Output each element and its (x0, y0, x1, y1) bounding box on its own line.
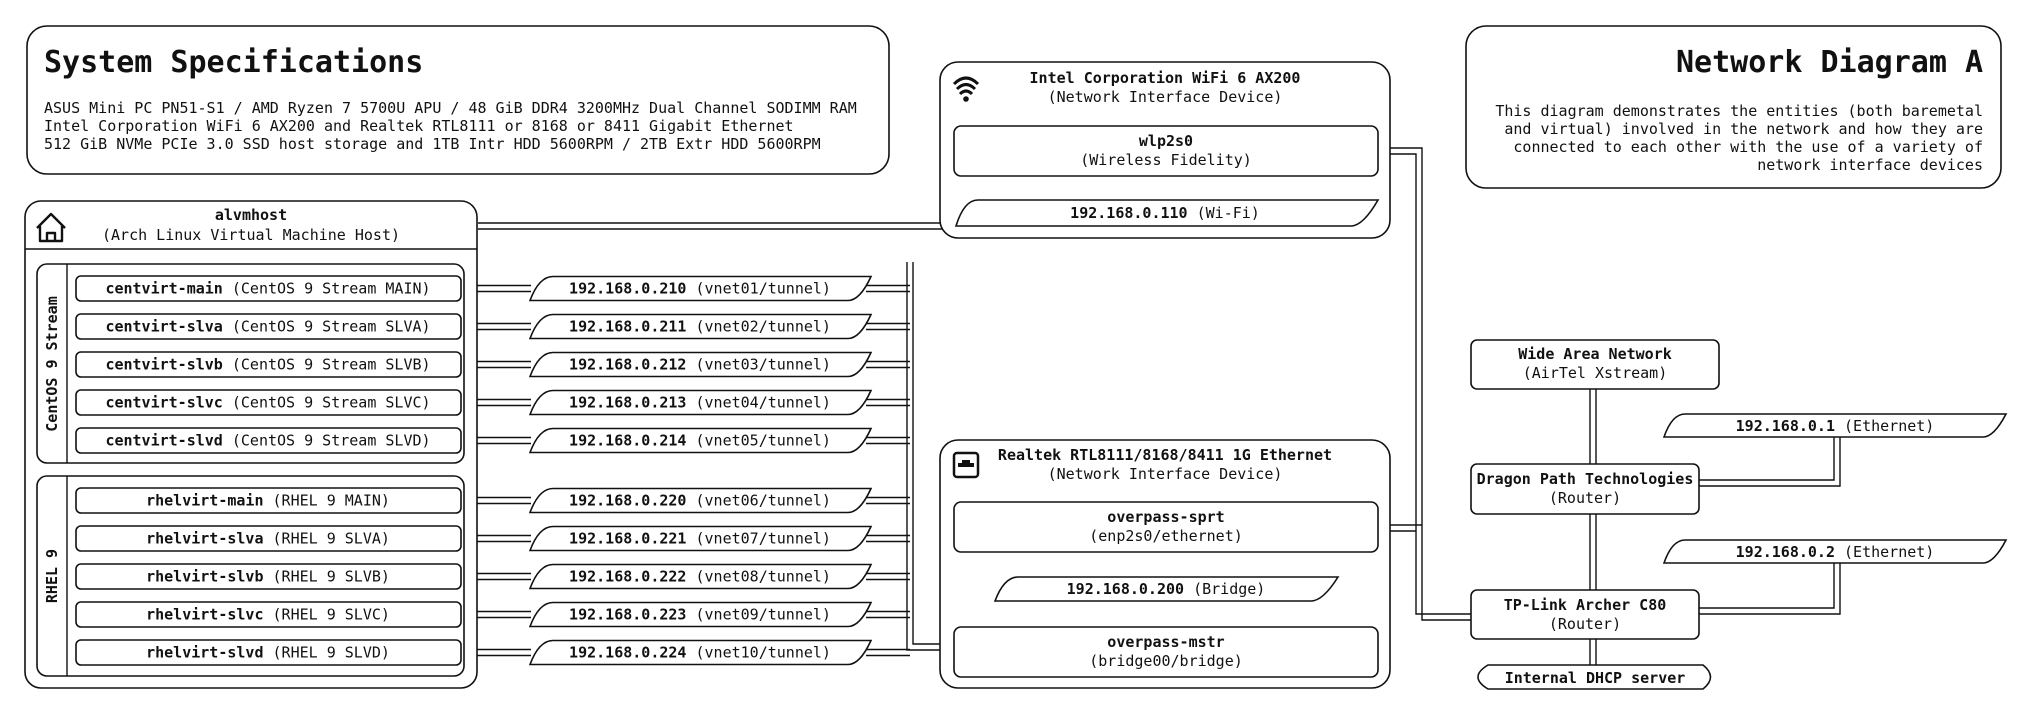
wifi-title: Intel Corporation WiFi 6 AX200 (1030, 69, 1301, 87)
vnet-pill[interactable]: 192.168.0.223 (vnet09/tunnel) (528, 601, 873, 628)
vnet-pill[interactable]: 192.168.0.221 (vnet07/tunnel) (528, 525, 873, 552)
vnet-label: 192.168.0.212 (vnet03/tunnel) (569, 356, 831, 374)
router2-ip-pill[interactable]: 192.168.0.2 (Ethernet) (1662, 539, 2008, 564)
vm-label: rhelvirt-slvb (RHEL 9 SLVB) (146, 568, 390, 586)
host-desc: (Arch Linux Virtual Machine Host) (102, 226, 400, 244)
vnet-label: 192.168.0.221 (vnet07/tunnel) (569, 530, 831, 548)
bridge-ip-text: 192.168.0.200 (Bridge) (1067, 580, 1266, 598)
wifi-iface-desc: (Wireless Fidelity) (1080, 151, 1252, 169)
vnet-label: 192.168.0.210 (vnet01/tunnel) (569, 280, 831, 298)
router2-name: TP-Link Archer C80 (1504, 596, 1667, 614)
vnet-pill[interactable]: 192.168.0.214 (vnet05/tunnel) (528, 427, 873, 454)
vnet-label: 192.168.0.214 (vnet05/tunnel) (569, 432, 831, 450)
ethernet-subtitle: (Network Interface Device) (1048, 465, 1283, 483)
overpass-mstr-name: overpass-mstr (1107, 633, 1224, 651)
wifi-icon (952, 76, 980, 102)
vnet-label: 192.168.0.220 (vnet06/tunnel) (569, 492, 831, 510)
router1-ip-pill[interactable]: 192.168.0.1 (Ethernet) (1662, 413, 2008, 438)
home-icon (36, 212, 66, 243)
wifi-nic-box: Intel Corporation WiFi 6 AX200 (Network … (939, 61, 1391, 239)
vm-label: centvirt-main (CentOS 9 Stream MAIN) (105, 280, 430, 298)
vnet-pill[interactable]: 192.168.0.210 (vnet01/tunnel) (528, 275, 873, 302)
specs-line-2: Intel Corporation WiFi 6 AX200 and Realt… (44, 117, 794, 135)
vnet-pill[interactable]: 192.168.0.220 (vnet06/tunnel) (528, 487, 873, 514)
vnet-label: 192.168.0.222 (vnet08/tunnel) (569, 568, 831, 586)
vm-links (461, 284, 910, 657)
vnet-label: 192.168.0.211 (vnet02/tunnel) (569, 318, 831, 336)
vm-label: centvirt-slvd (CentOS 9 Stream SLVD) (105, 432, 430, 450)
wifi-ip-pill[interactable] (954, 199, 1380, 227)
overpass-mstr-desc: (bridge00/bridge) (1089, 652, 1243, 670)
vm-row[interactable]: centvirt-slva (CentOS 9 Stream SLVA) (75, 313, 462, 340)
wifi-iface-box[interactable] (953, 125, 1379, 177)
specs-line-1: ASUS Mini PC PN51-S1 / AMD Ryzen 7 5700U… (44, 99, 857, 117)
diagram-title: Network Diagram A (1676, 45, 1983, 80)
vm-label: centvirt-slva (CentOS 9 Stream SLVA) (105, 318, 430, 336)
wifi-iface-name: wlp2s0 (1139, 132, 1193, 150)
vm-row[interactable]: rhelvirt-slva (RHEL 9 SLVA) (75, 525, 462, 552)
vm-row[interactable]: rhelvirt-slvb (RHEL 9 SLVB) (75, 563, 462, 590)
vm-row[interactable]: rhelvirt-main (RHEL 9 MAIN) (75, 487, 462, 514)
overpass-mstr-box[interactable] (953, 626, 1379, 678)
vm-label: rhelvirt-slvd (RHEL 9 SLVD) (146, 644, 390, 662)
vnet-pill[interactable]: 192.168.0.212 (vnet03/tunnel) (528, 351, 873, 378)
vnet-pill[interactable]: 192.168.0.222 (vnet08/tunnel) (528, 563, 873, 590)
vm-row[interactable]: centvirt-slvc (CentOS 9 Stream SLVC) (75, 389, 462, 416)
diagram-desc-2: and virtual) involved in the network and… (1504, 120, 1983, 138)
dhcp-label: Internal DHCP server (1505, 669, 1686, 687)
vm-label: rhelvirt-main (RHEL 9 MAIN) (146, 492, 390, 510)
wifi-ip-text: 192.168.0.110 (Wi-Fi) (1070, 204, 1260, 222)
router1-ip-text: 192.168.0.1 (Ethernet) (1736, 417, 1935, 435)
vnet-pills: 192.168.0.210 (vnet01/tunnel) 192.168.0.2… (528, 275, 873, 666)
router2-desc: (Router) (1549, 615, 1621, 633)
overpass-sprt-name: overpass-sprt (1107, 508, 1224, 526)
wan-name: Wide Area Network (1518, 345, 1672, 363)
vm-rows: centvirt-main (CentOS 9 Stream MAIN) cent… (75, 275, 462, 666)
overpass-sprt-box[interactable] (953, 501, 1379, 553)
vnet-label: 192.168.0.224 (vnet10/tunnel) (569, 644, 831, 662)
ethernet-nic-box: Realtek RTL8111/8168/8411 1G Ethernet (N… (939, 439, 1391, 689)
vm-row[interactable]: rhelvirt-slvd (RHEL 9 SLVD) (75, 639, 462, 666)
overpass-sprt-desc: (enp2s0/ethernet) (1089, 527, 1243, 545)
bridge-ip-pill[interactable] (993, 576, 1340, 602)
vnet-pill[interactable]: 192.168.0.224 (vnet10/tunnel) (528, 639, 873, 666)
host-box: alvmhost (Arch Linux Virtual Machine Hos… (24, 200, 478, 689)
diagram-desc-4: network interface devices (1757, 156, 1983, 174)
centos-group-label: CentOS 9 Stream (43, 296, 61, 431)
vm-row[interactable]: centvirt-main (CentOS 9 Stream MAIN) (75, 275, 462, 302)
connector-lines (478, 147, 1841, 665)
vm-label: centvirt-slvb (CentOS 9 Stream SLVB) (105, 356, 430, 374)
wifi-subtitle: (Network Interface Device) (1048, 88, 1283, 106)
ethernet-title: Realtek RTL8111/8168/8411 1G Ethernet (998, 446, 1332, 464)
vm-row[interactable]: rhelvirt-slvc (RHEL 9 SLVC) (75, 601, 462, 628)
system-specs-panel: System Specifications ASUS Mini PC PN51-… (26, 25, 890, 175)
vm-label: rhelvirt-slva (RHEL 9 SLVA) (146, 530, 390, 548)
specs-line-3: 512 GiB NVMe PCIe 3.0 SSD host storage a… (44, 135, 821, 153)
wan-desc: (AirTel Xstream) (1523, 364, 1668, 382)
vnet-pill[interactable]: 192.168.0.213 (vnet04/tunnel) (528, 389, 873, 416)
router1-desc: (Router) (1549, 489, 1621, 507)
diagram-desc-3: connected to each other with the use of … (1513, 138, 1983, 156)
vnet-label: 192.168.0.223 (vnet09/tunnel) (569, 606, 831, 624)
router1-name: Dragon Path Technologies (1477, 470, 1694, 488)
vnet-label: 192.168.0.213 (vnet04/tunnel) (569, 394, 831, 412)
vm-label: rhelvirt-slvc (RHEL 9 SLVC) (146, 606, 390, 624)
specs-title: System Specifications (44, 45, 423, 80)
diagram-desc-1: This diagram demonstrates the entities (… (1495, 102, 1983, 120)
diagram-info-panel: Network Diagram A This diagram demonstra… (1465, 25, 2002, 189)
vnet-pill[interactable]: 192.168.0.211 (vnet02/tunnel) (528, 313, 873, 340)
router2-box[interactable]: TP-Link Archer C80 (Router) (1470, 589, 1700, 640)
router2-ip-text: 192.168.0.2 (Ethernet) (1736, 543, 1935, 561)
ethernet-port-icon (952, 451, 980, 479)
router1-box[interactable]: Dragon Path Technologies (Router) (1470, 463, 1700, 515)
host-name: alvmhost (215, 206, 287, 224)
rhel-group-label: RHEL 9 (43, 549, 61, 603)
vm-row[interactable]: centvirt-slvd (CentOS 9 Stream SLVD) (75, 427, 462, 454)
wan-box[interactable]: Wide Area Network (AirTel Xstream) (1470, 339, 1720, 390)
dhcp-pill[interactable]: Internal DHCP server (1477, 664, 1712, 690)
vm-label: centvirt-slvc (CentOS 9 Stream SLVC) (105, 394, 430, 412)
vm-row[interactable]: centvirt-slvb (CentOS 9 Stream SLVB) (75, 351, 462, 378)
